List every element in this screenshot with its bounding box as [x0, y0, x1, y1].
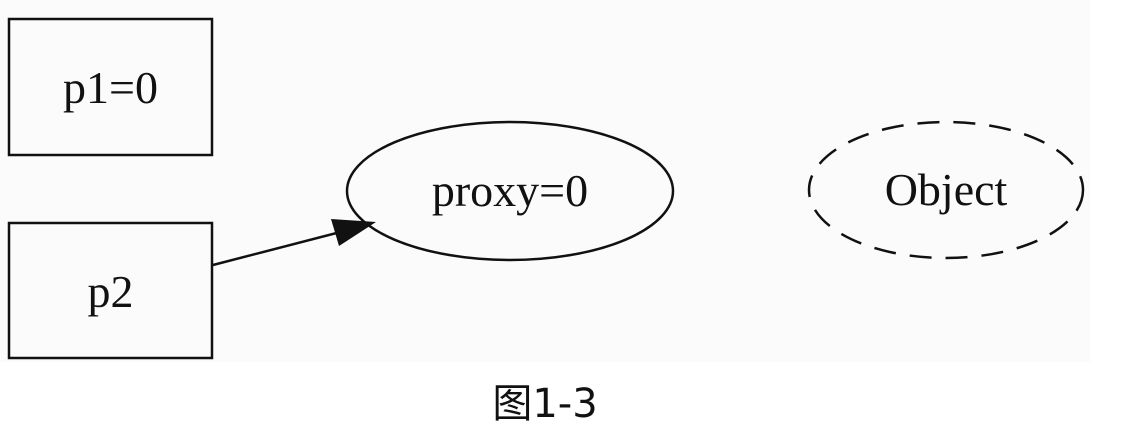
- node-p1: p1=0: [7, 17, 214, 157]
- node-object-label: Object: [885, 164, 1008, 215]
- node-object-ellipse: [807, 120, 1085, 260]
- node-proxy-label: proxy=0: [432, 165, 588, 216]
- node-object: Object: [807, 120, 1085, 260]
- diagram-background: [0, 0, 1090, 362]
- node-p1-label: p1=0: [63, 62, 158, 113]
- figure-caption: 图1-3: [492, 381, 598, 427]
- node-p2: p2: [7, 221, 214, 360]
- node-p2-label: p2: [88, 266, 134, 317]
- edge-line: [212, 227, 353, 267]
- node-p1-box: [7, 17, 214, 157]
- edge-p2-to-proxy: [212, 219, 376, 267]
- node-proxy: proxy=0: [345, 120, 675, 262]
- node-p2-box: [7, 221, 214, 360]
- arrowhead-icon: [331, 219, 376, 246]
- node-proxy-ellipse: [345, 120, 675, 262]
